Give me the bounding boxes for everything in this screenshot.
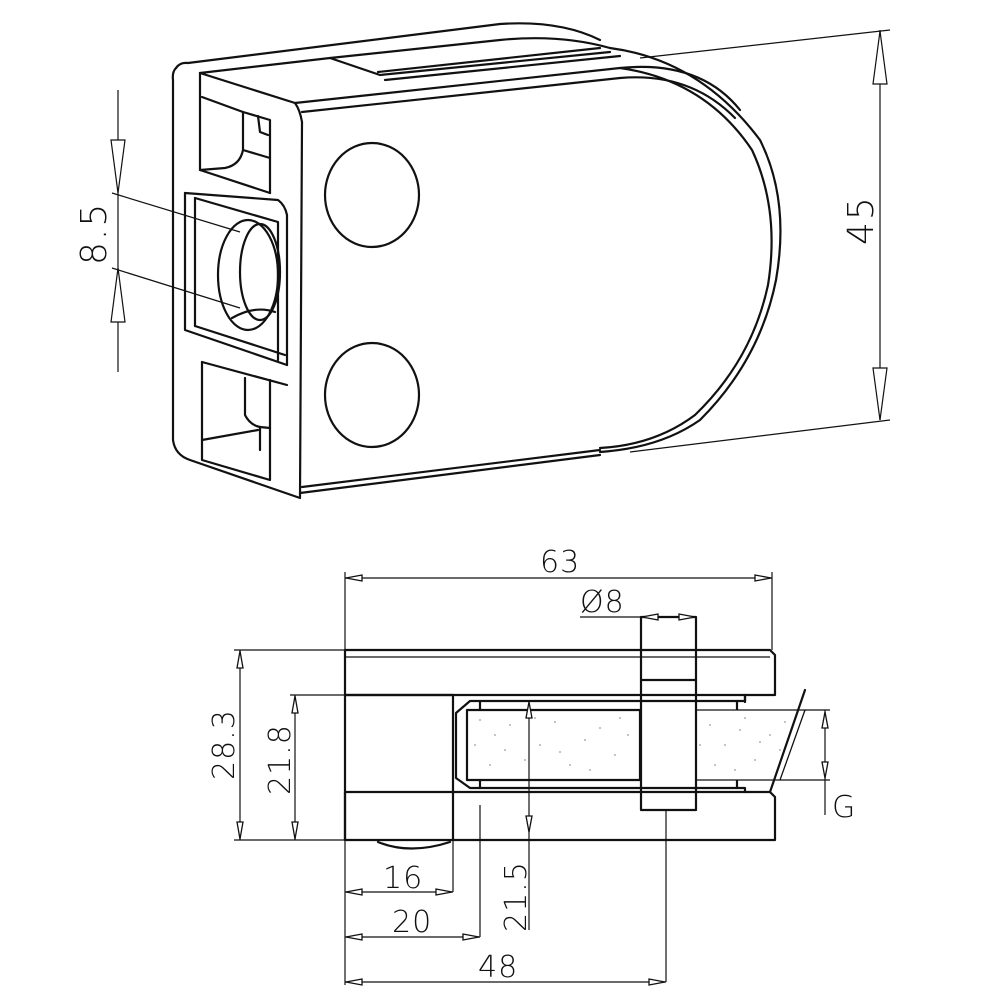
isometric-view: 8.5 45 xyxy=(74,22,891,500)
dim-label-63: 63 xyxy=(540,545,580,580)
slot-hole-outer xyxy=(216,218,280,332)
dim-height-21-8: 21.8 xyxy=(263,694,345,840)
dim-overall-height: 45 xyxy=(629,29,891,453)
dim-label-45: 45 xyxy=(841,195,882,245)
curved-end-inner xyxy=(598,66,773,450)
pin xyxy=(639,615,698,812)
dim-depth-20: 20 xyxy=(345,805,481,941)
slot-hole-inner xyxy=(238,222,282,322)
dim-hole-height: 8.5 xyxy=(74,90,241,372)
bolt-head-bottom xyxy=(323,341,421,449)
back-block xyxy=(343,693,455,842)
lower-jaw xyxy=(343,790,777,842)
section-view: 63 Ø8 28.3 21.8 xyxy=(207,545,856,986)
dim-height-28-3: 28.3 xyxy=(207,649,345,841)
upper-jaw xyxy=(343,648,777,697)
dim-glass-thickness: G xyxy=(780,709,856,825)
gasket xyxy=(454,693,747,794)
dim-label-21-5: 21.5 xyxy=(499,861,534,932)
dim-label-16: 16 xyxy=(383,861,423,896)
center-window xyxy=(183,191,289,367)
dim-label-g: G xyxy=(832,790,856,825)
lower-pocket xyxy=(200,360,272,482)
top-face-edge xyxy=(174,22,602,70)
dim-label-28-3: 28.3 xyxy=(207,709,242,780)
dim-label-48: 48 xyxy=(478,950,518,985)
dim-pin-offset: 21.5 xyxy=(499,700,534,932)
dim-label-20: 20 xyxy=(392,905,432,940)
dim-label-d8: Ø8 xyxy=(580,585,625,620)
dim-label-21-8: 21.8 xyxy=(263,724,298,795)
curved-end-outer xyxy=(598,46,782,454)
dim-overall-width: 63 xyxy=(344,545,773,650)
bolt-head-top xyxy=(323,141,421,249)
glass-pane xyxy=(465,688,807,794)
dim-label-8-5: 8.5 xyxy=(74,202,115,265)
end-face-outline xyxy=(171,66,304,500)
dim-pin-diameter: Ø8 xyxy=(580,585,696,621)
dim-depth-16: 16 xyxy=(345,840,454,896)
dim-pin-center: 48 xyxy=(344,810,667,986)
top-slot xyxy=(328,50,612,77)
bottom-edge xyxy=(298,453,602,495)
